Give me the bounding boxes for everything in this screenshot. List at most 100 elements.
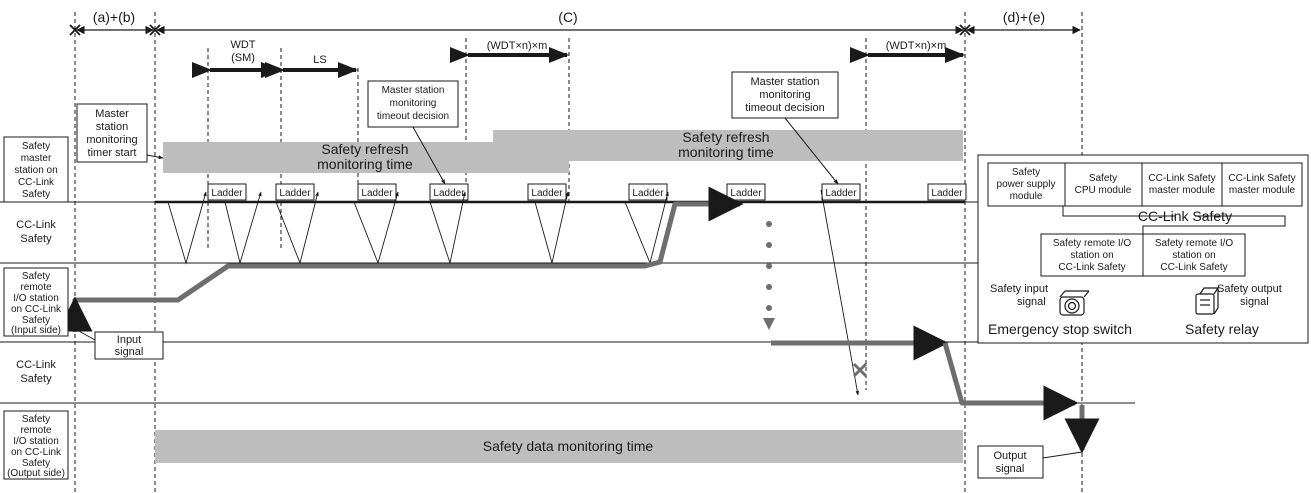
data-monitoring-bar: [155, 430, 963, 463]
ladder-label: Ladder: [931, 188, 963, 199]
safety-relay-icon: [1195, 287, 1220, 315]
ladder-box: Ladder: [628, 183, 668, 201]
safety-relay-label: Safety relay: [1185, 321, 1259, 337]
ladder-label: Ladder: [825, 188, 857, 199]
data-monitoring-text: Safety data monitoring time: [483, 438, 654, 454]
svg-text:timeout decision: timeout decision: [745, 102, 825, 114]
svg-text:Input: Input: [117, 334, 141, 346]
safety-input-label-2: signal: [1017, 296, 1046, 308]
svg-text:Safety: Safety: [22, 141, 50, 152]
svg-text:Safety remote I/O: Safety remote I/O: [1053, 238, 1132, 249]
svg-text:station on: station on: [1070, 250, 1113, 261]
svg-text:I/O station: I/O station: [13, 293, 59, 304]
svg-text:Master station: Master station: [750, 76, 819, 88]
svg-text:CC-Link Safety: CC-Link Safety: [1058, 262, 1125, 273]
svg-text:on CC-Link: on CC-Link: [11, 304, 62, 315]
svg-text:station on: station on: [1172, 250, 1215, 261]
svg-text:monitoring: monitoring: [86, 134, 137, 146]
phase-label-ab: (a)+(b): [93, 9, 135, 25]
signal-dots: [763, 221, 775, 330]
svg-text:Safety: Safety: [20, 373, 52, 385]
time-markers: [74, 12, 1083, 493]
ladder-box: Ladder: [726, 183, 766, 201]
svg-text:Safety remote I/O: Safety remote I/O: [1155, 238, 1234, 249]
callout-timeout-decision-1: Master station monitoring timeout decisi…: [367, 80, 459, 185]
callout-output-signal: Output signal: [977, 445, 1083, 479]
refresh-bar-2: [493, 130, 963, 161]
wdtnm-label-1: (WDT×n)×m: [487, 40, 548, 52]
svg-text:signal: signal: [996, 463, 1025, 475]
phase-label-c: (C): [558, 9, 577, 25]
refresh-text-2a: Safety refresh: [682, 129, 769, 145]
row-label-remote-output: Safety remote I/O station on CC-Link Saf…: [3, 410, 69, 480]
timeout-cross-icon: [852, 362, 868, 378]
row-label-remote-input: Safety remote I/O station on CC-Link Saf…: [3, 267, 69, 337]
svg-text:monitoring: monitoring: [759, 89, 810, 101]
safety-output-label-2: signal: [1240, 296, 1269, 308]
svg-text:CC-Link Safety: CC-Link Safety: [1148, 173, 1215, 184]
svg-text:master module: master module: [1229, 185, 1296, 196]
ladder-box: Ladder: [821, 183, 861, 201]
ladder-box: Ladder: [207, 183, 247, 201]
row-label-cc-link-2: CC-Link Safety: [16, 359, 56, 385]
svg-text:monitoring: monitoring: [390, 98, 437, 109]
svg-text:remote: remote: [20, 282, 52, 293]
module-labels: Safety power supply module Safety CPU mo…: [997, 167, 1296, 202]
phase-label-de: (d)+(e): [1003, 9, 1045, 25]
svg-text:CC-Link Safety: CC-Link Safety: [1228, 173, 1295, 184]
row-label-master: Safety master station on CC-Link Safety: [3, 136, 69, 203]
svg-text:station: station: [96, 121, 128, 133]
svg-text:Output: Output: [993, 450, 1026, 462]
svg-text:Safety: Safety: [22, 458, 50, 469]
ladder-label: Ladder: [211, 188, 243, 199]
callout-timer-start: Master station monitoring timer start: [76, 103, 164, 163]
svg-text:Safety: Safety: [1012, 167, 1040, 178]
refresh-text-2b: monitoring time: [678, 144, 774, 160]
ladder-box: Ladder: [357, 183, 397, 201]
callout-timeout-decision-2: Master station monitoring timeout decisi…: [731, 71, 839, 185]
svg-text:Safety: Safety: [20, 233, 52, 245]
svg-text:Safety: Safety: [22, 271, 50, 282]
refresh-text-1a: Safety refresh: [321, 141, 408, 157]
safety-output-label: Safety output: [1217, 283, 1282, 295]
svg-text:CC-Link Safety: CC-Link Safety: [1160, 262, 1227, 273]
ladder-box: Ladder: [275, 183, 315, 201]
refresh-text-1b: monitoring time: [317, 156, 413, 172]
timing-arrows: [192, 47, 965, 78]
callout-input-signal: Input signal: [76, 329, 164, 360]
svg-text:CC-Link: CC-Link: [16, 219, 56, 231]
row-label-cc-link-1: CC-Link Safety: [16, 219, 56, 245]
ls-label: LS: [313, 54, 326, 66]
svg-text:station on: station on: [14, 165, 57, 176]
phase-crosses: [69, 24, 971, 36]
safety-input-label: Safety input: [990, 283, 1048, 295]
svg-text:master: master: [21, 153, 52, 164]
ladder-box: Ladder: [429, 183, 469, 201]
bus-line: [1062, 206, 1286, 234]
svg-text:Safety: Safety: [22, 189, 50, 200]
ladder-boxes: Ladder Ladder Ladder Ladder Ladder Ladder Ladd…: [207, 183, 967, 201]
ladder-label: Ladder: [433, 188, 465, 199]
remote-station-boxes: [1040, 233, 1246, 277]
message-arrows: [167, 189, 860, 396]
svg-text:CC-Link: CC-Link: [16, 359, 56, 371]
ladder-label: Ladder: [279, 188, 311, 199]
wdt-label: WDT: [230, 39, 255, 51]
module-row: [987, 162, 1303, 207]
svg-text:on CC-Link: on CC-Link: [11, 447, 62, 458]
ladder-label: Ladder: [531, 188, 563, 199]
ladder-label: Ladder: [361, 188, 393, 199]
signal-path: [57, 186, 1100, 454]
wdtnm-label-2: (WDT×n)×m: [886, 40, 947, 52]
wdt-sm-label: (SM): [231, 52, 255, 64]
svg-text:timeout decision: timeout decision: [377, 111, 449, 122]
ladder-box: Ladder: [927, 183, 967, 201]
svg-text:timer start: timer start: [88, 147, 137, 159]
svg-text:Safety: Safety: [1089, 173, 1117, 184]
emergency-stop-label: Emergency stop switch: [988, 321, 1132, 337]
svg-text:Safety: Safety: [22, 414, 50, 425]
svg-text:power supply: power supply: [997, 179, 1056, 190]
ladder-box: Ladder: [527, 183, 567, 201]
svg-text:CC-Link: CC-Link: [18, 177, 55, 188]
